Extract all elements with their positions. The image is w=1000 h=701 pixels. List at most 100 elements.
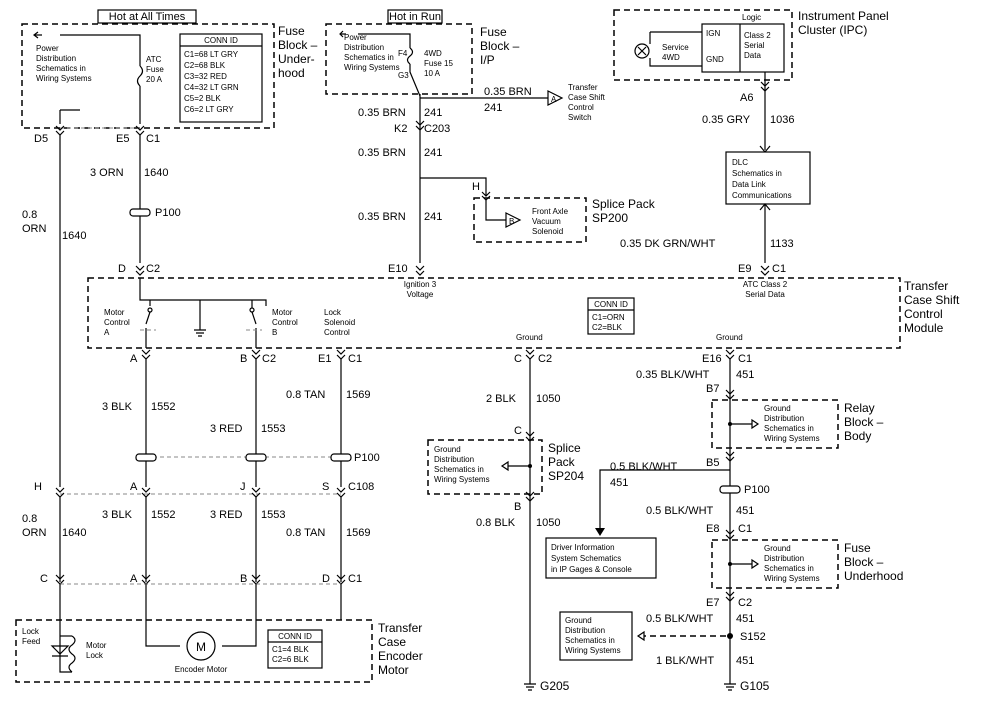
circuit-451a: 451 — [736, 369, 754, 381]
fb-underhood-conn-row-4: C4=32 LT GRN — [184, 83, 239, 92]
sp200-solenoid-3: Solenoid — [532, 227, 563, 236]
fb2-c2: C2 — [738, 597, 752, 609]
pin-e5: E5 — [116, 133, 129, 145]
p100-connector-icon — [129, 208, 151, 217]
bot-c: C — [40, 573, 48, 585]
sp204-b: B — [514, 501, 521, 513]
fb-underhood-conn-row-3: C3=32 RED — [184, 72, 227, 81]
connector-chevron-icon — [760, 265, 770, 276]
dlc-label-2: Schematics in — [732, 169, 782, 178]
relay-ground-1: Ground — [764, 404, 791, 413]
fuse-block-ip: Hot in Run Fuse Block – I/P Power Distri… — [325, 9, 520, 97]
motor-icon — [186, 631, 216, 661]
pin-b7: B7 — [706, 383, 719, 395]
ipc-title-2: Cluster (IPC) — [798, 23, 867, 37]
wire-2blk: 2 BLK — [486, 393, 517, 405]
fb-ip-power-ref-4: Wiring Systems — [344, 63, 400, 72]
tcscs-circuit: 241 — [484, 102, 502, 114]
c108-c1640: 1640 — [62, 527, 86, 539]
fb-ip-fuse-1: 4WD — [424, 49, 442, 58]
pin-e1-mid: E1 — [318, 353, 331, 365]
tcscs-label-4: Switch — [568, 113, 592, 122]
c108-red3: 3 RED — [210, 509, 242, 521]
connector-chevron-icon — [135, 265, 145, 276]
wire-brn-3: 0.35 BRN — [358, 211, 406, 223]
fb-ip-fuse-3: 10 A — [424, 69, 441, 78]
power-arrow-icon — [33, 31, 42, 39]
c108-orn08b: ORN — [22, 527, 47, 539]
s152-label: S152 — [740, 631, 766, 643]
connector-c108: H A J S C108 0.8 ORN 1640 3 BLK 1552 3 R… — [22, 481, 374, 582]
relay-ground-3: Schematics in — [764, 424, 814, 433]
ground-icon — [524, 683, 536, 691]
c108-c1553: 1553 — [261, 509, 285, 521]
dic-ref-2: System Schematics — [551, 554, 621, 563]
pin-c1b: C1 — [772, 263, 786, 275]
fb-ip-title-3: I/P — [480, 53, 495, 67]
fb2-ground-3: Schematics in — [764, 564, 814, 573]
fb2-p100: P100 — [744, 484, 770, 496]
tccm-ign3-2: Voltage — [407, 290, 434, 299]
dlc-reference: DLC Schematics in Data Link Communicatio… — [620, 151, 811, 263]
splice-triangle-icon — [500, 460, 509, 472]
p100-label-1: P100 — [155, 207, 181, 219]
fb2-circuit: 451 — [736, 505, 754, 517]
ipc-class2-1: Class 2 — [744, 31, 771, 40]
circuit-1552: 1552 — [151, 401, 175, 413]
bot-b: B — [240, 573, 247, 585]
tcscs-label-3: Control — [568, 103, 594, 112]
tccm-bottom-pins: A B C2 E1 C1 C C2 E16 C1 — [130, 349, 752, 365]
relay-title-3: Body — [844, 429, 871, 443]
splice-triangle-icon — [751, 418, 760, 430]
switch-b-icon — [251, 300, 257, 348]
fb-underhood-title-4: hood — [278, 66, 305, 80]
pin-e16-mid: E16 — [702, 353, 722, 365]
wire-08-label: 0.8 — [22, 209, 37, 221]
connector-chevron-icon — [725, 529, 735, 540]
ground-1050: 2 BLK 1050 C Ground Distribution Schemat… — [427, 359, 584, 693]
fb-ip-fuse-2: Fuse 15 — [424, 59, 453, 68]
motor-conn-id: CONN ID — [278, 632, 312, 641]
connector-chevron-icon — [415, 265, 425, 276]
fb-underhood-power-ref-1: Power — [36, 44, 59, 53]
s152-ground-4: Wiring Systems — [565, 646, 621, 655]
connector-chevron-icon — [725, 451, 735, 462]
splice-triangle-icon — [636, 630, 645, 642]
pin-c2b-mid: C2 — [538, 353, 552, 365]
fb-underhood-title-3: Under- — [278, 52, 315, 66]
fb-underhood-conn-id: CONN ID — [204, 36, 238, 45]
tccm-conn-row-1: C1=ORN — [592, 313, 625, 322]
sp204-title-1: Splice — [548, 441, 581, 455]
tccm-motor-b-3: B — [272, 328, 277, 337]
arrow-down-icon — [595, 528, 605, 536]
wire-3red: 3 RED — [210, 423, 242, 435]
ground-g205: G205 — [540, 679, 570, 693]
ground-icon — [724, 683, 736, 691]
fb-ip-title-2: Block – — [480, 39, 520, 53]
tccm-lock-3: Control — [324, 328, 350, 337]
pin-d5: D5 — [34, 133, 48, 145]
fb-ip-power-ref-1: Power — [344, 33, 367, 42]
connector-chevron-icon — [525, 431, 535, 442]
dlc-label-1: DLC — [732, 158, 748, 167]
tcscs-conn-a: A — [551, 95, 557, 104]
fb2-title-3: Underhood — [844, 569, 903, 583]
ipc-title-1: Instrument Panel — [798, 9, 889, 23]
connector-chevron-icon — [725, 591, 735, 602]
dlc-label-3: Data Link — [732, 180, 767, 189]
tccm-title-4: Module — [904, 321, 944, 335]
wire-3blk: 3 BLK — [102, 401, 133, 413]
instrument-panel-cluster: Instrument Panel Cluster (IPC) Logic IGN… — [613, 9, 889, 153]
c108-orn08a: 0.8 — [22, 513, 37, 525]
fb-underhood-title-1: Fuse — [278, 24, 305, 38]
c108-c1569: 1569 — [346, 527, 370, 539]
sp204-ground-4: Wiring Systems — [434, 475, 490, 484]
s152-wire2: 1 BLK/WHT — [656, 655, 714, 667]
c108-tan08: 0.8 TAN — [286, 527, 325, 539]
fb-underhood-fuse-2: Fuse — [146, 65, 164, 74]
motor-encoder-label: Encoder Motor — [175, 665, 228, 674]
s152-wire1: 0.5 BLK/WHT — [646, 613, 714, 625]
ipc-ign: IGN — [706, 29, 720, 38]
circuit-1133: 1133 — [770, 238, 794, 250]
